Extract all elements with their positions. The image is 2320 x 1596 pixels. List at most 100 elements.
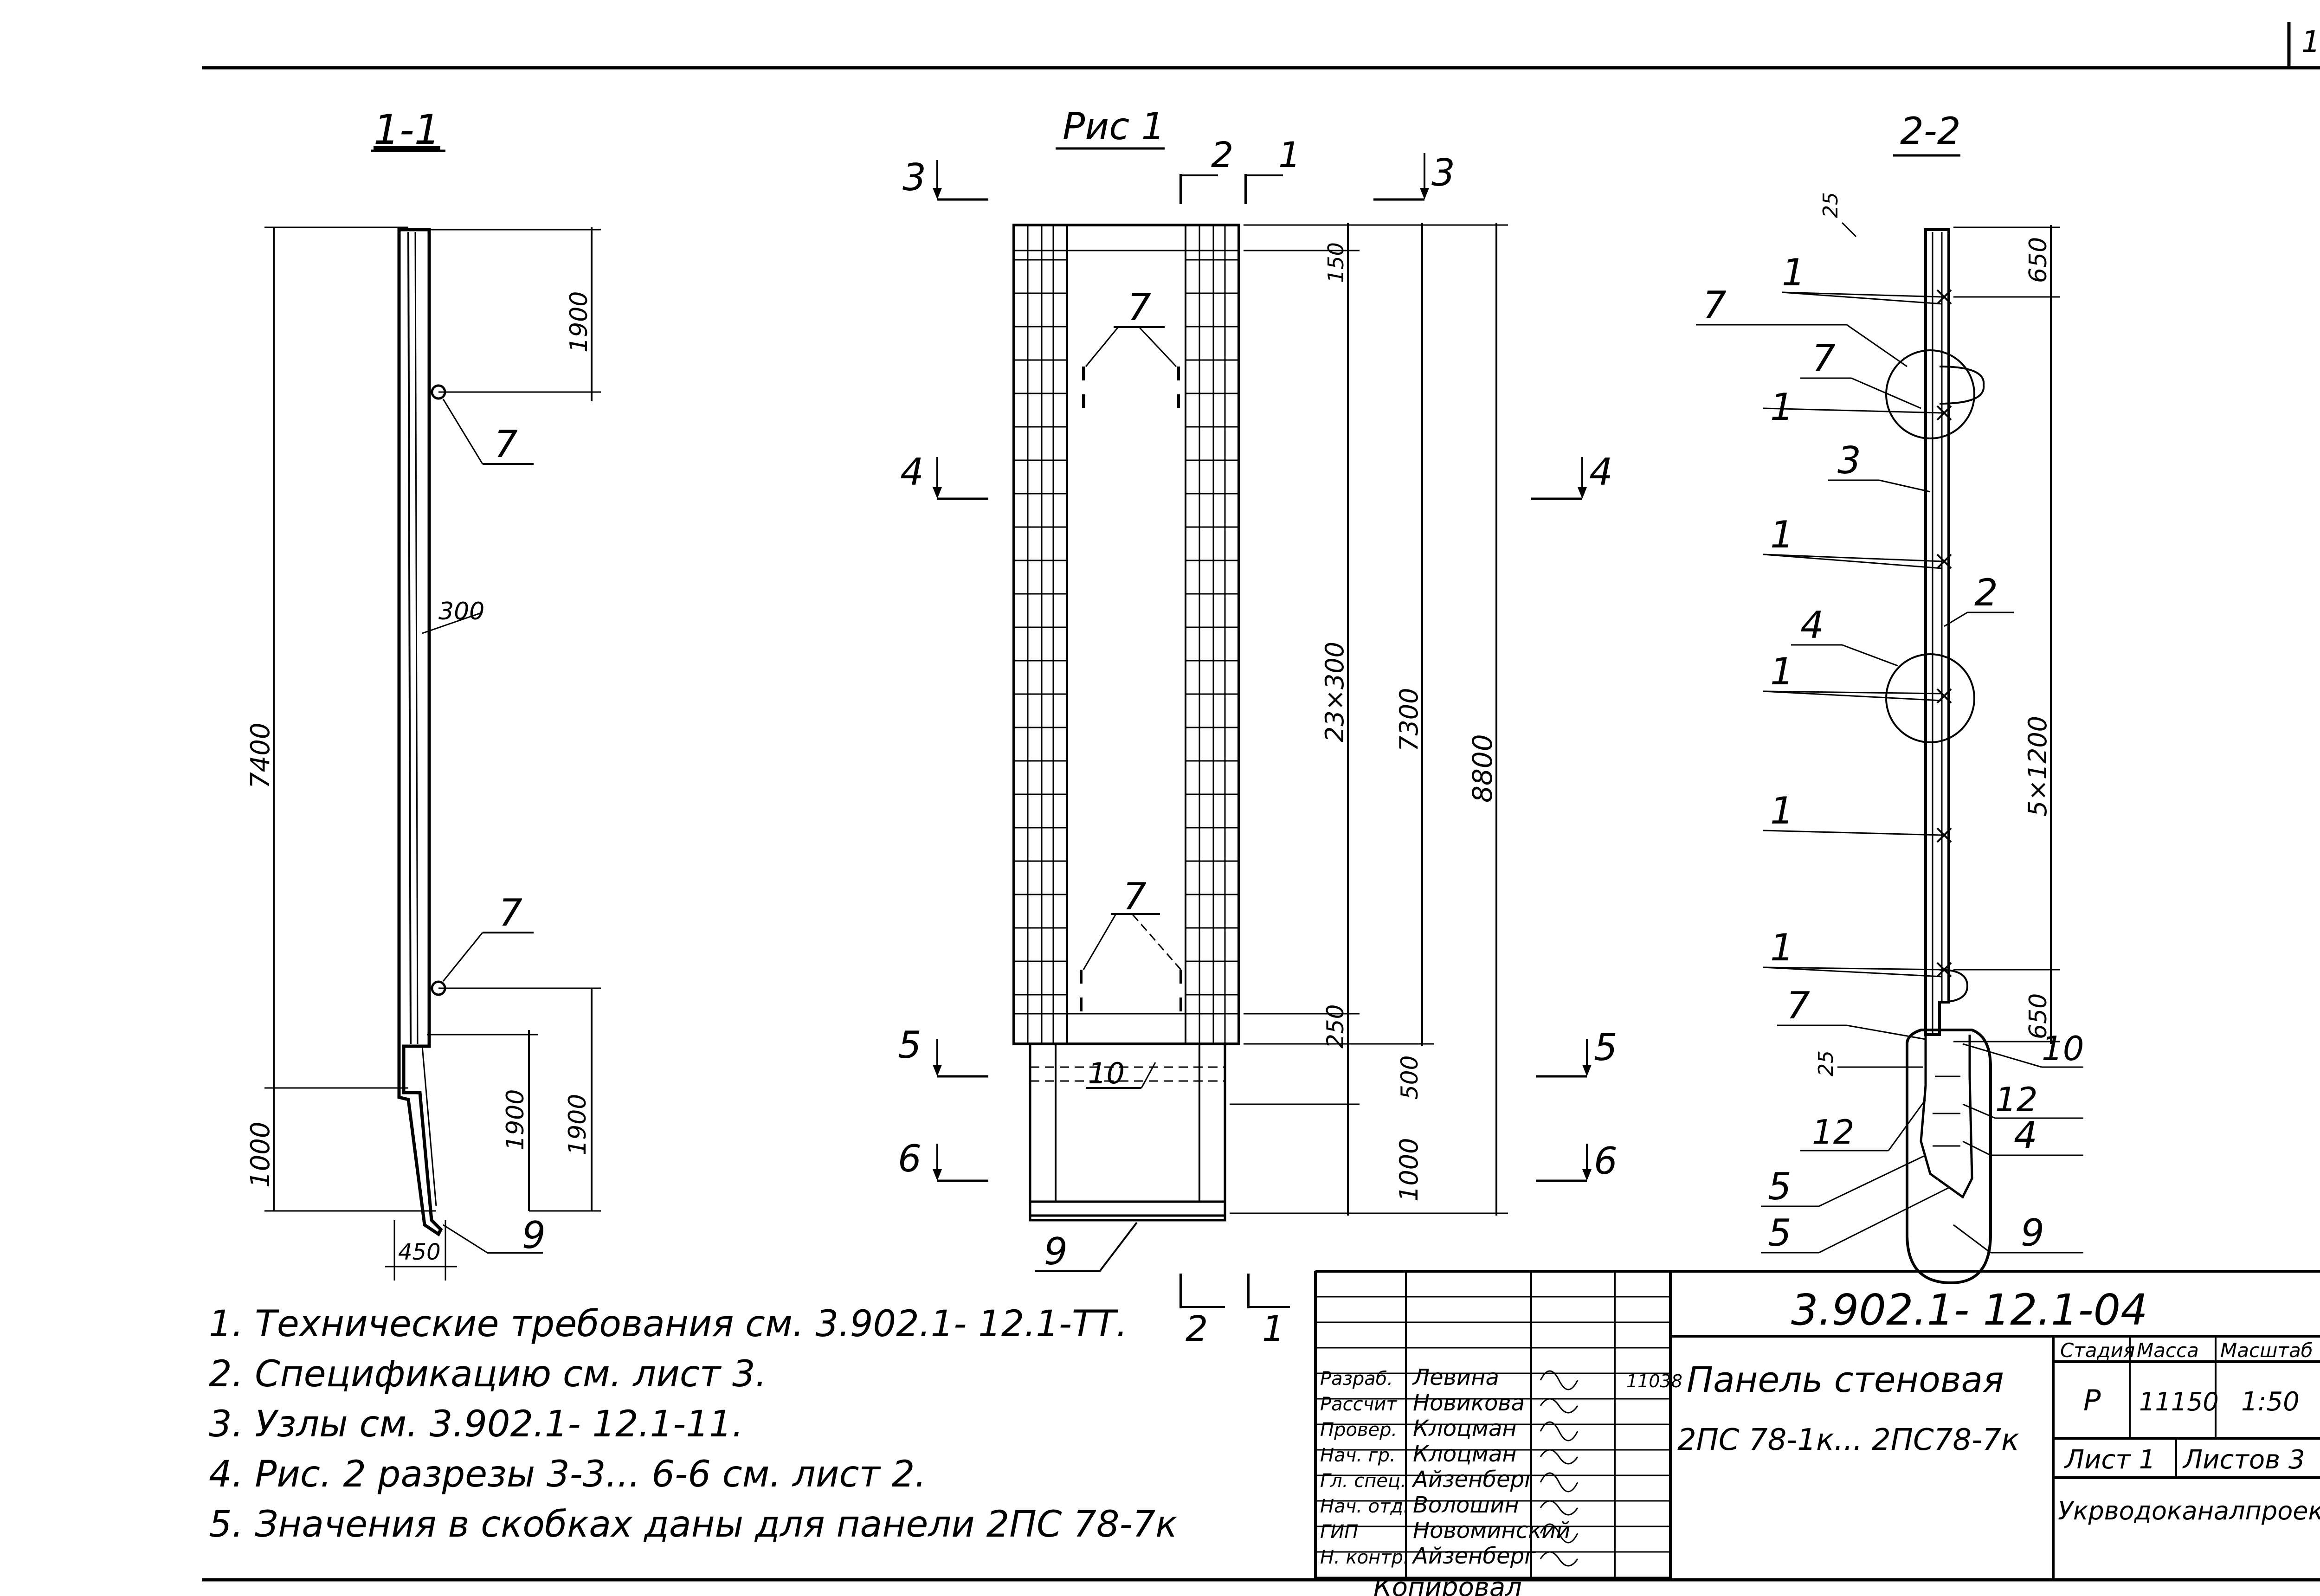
s22-callout-1-e: 1 (1770, 789, 1794, 832)
s22-callout-5-b: 5 (1768, 1211, 1792, 1255)
section-1-1-view: 1-1 7400 1000 1900 300 1900 1900 450 (245, 106, 601, 1281)
s22-callout-7-a: 7 (1703, 283, 1727, 327)
doc-code: 3.902.1- 12.1-04 (1791, 1285, 2148, 1335)
organization: Укрводоканалпроект (2058, 1496, 2320, 1525)
name-4: Айзенберг (1411, 1467, 1536, 1493)
fig-callout-10: 10 (1088, 1056, 1125, 1090)
sheet-number: 11 (2301, 25, 2320, 59)
sheet-label: Лист 1 (2064, 1445, 2155, 1475)
role-6: ГИП (1320, 1521, 1358, 1543)
dim-1900-right: 1900 (564, 1094, 592, 1155)
s22-callout-12-left: 12 (1812, 1113, 1855, 1152)
callout-7-top: 7 (494, 423, 518, 466)
role-2: Провер. (1320, 1419, 1397, 1441)
mark-6-right: 6 (1594, 1139, 1618, 1183)
note-1: 1. Технические требования см. 3.902.1- 1… (209, 1303, 1128, 1345)
role-4: Гл. спец. (1320, 1470, 1406, 1492)
role-3: Нач. гр. (1320, 1445, 1396, 1466)
name-0: Левина (1412, 1364, 1499, 1390)
role-5: Нач. отд. (1320, 1496, 1409, 1517)
dim-250: 250 (1322, 1004, 1349, 1049)
sheets-label: Листов 3 (2182, 1445, 2305, 1475)
mark-2-top: 2 (1211, 134, 1233, 175)
sheet-frame (202, 22, 2320, 1582)
mark-4-left: 4 (900, 450, 924, 494)
dim-1900-top: 1900 (565, 291, 593, 353)
rib-hatching (1014, 259, 1239, 996)
s22-callout-1-b: 1 (1770, 386, 1794, 429)
dim-150: 150 (1323, 242, 1348, 283)
dim-7400: 7400 (245, 722, 276, 789)
dim-7300: 7300 (1394, 688, 1424, 752)
name-7: Айзенберг (1411, 1543, 1536, 1569)
dim-25-top: 25 (1819, 192, 1843, 218)
role-0: Разраб. (1320, 1368, 1393, 1390)
s22-callout-4-top: 4 (1800, 604, 1824, 647)
dim-8800: 8800 (1467, 734, 1498, 803)
s22-callout-10: 10 (2042, 1029, 2084, 1068)
copied-by: Копировал (1373, 1572, 1522, 1596)
title-line-1: Панель стеновая (1687, 1359, 2004, 1400)
figure-1-title: Рис 1 (1063, 105, 1165, 148)
section-2-2-title: 2-2 (1900, 109, 1961, 153)
note-3: 3. Узлы см. 3.902.1- 12.1-11. (209, 1403, 744, 1445)
s22-callout-4-bottom: 4 (2014, 1114, 2037, 1157)
dim-450: 450 (398, 1239, 441, 1265)
name-3: Клоцман (1413, 1441, 1517, 1467)
s22-callout-1-f: 1 (1770, 926, 1794, 969)
s22-callout-7-b: 7 (1812, 337, 1836, 380)
dim-1900-mid: 1900 (502, 1089, 529, 1151)
mark-4-right: 4 (1589, 450, 1613, 494)
stage-label: Стадия (2060, 1339, 2135, 1362)
title-block: 3.902.1- 12.1-04 Панель стеновая 2ПС 78-… (1314, 1270, 2320, 1596)
dim-650-bottom: 650 (2024, 993, 2052, 1039)
dim-23x300: 23×300 (1320, 642, 1349, 742)
s22-callout-5-a: 5 (1768, 1165, 1792, 1208)
mark-5-right: 5 (1594, 1026, 1618, 1069)
note-5: 5. Значения в скобках даны для панели 2П… (209, 1504, 1178, 1545)
mass-label: Масса (2137, 1339, 2199, 1362)
figure-1-view: Рис 1 2 1 (898, 105, 1618, 1349)
general-notes: 1. Технические требования см. 3.902.1- 1… (209, 1299, 1276, 1550)
s22-callout-3: 3 (1837, 439, 1861, 482)
name-5: Волошин (1413, 1492, 1519, 1518)
mark-6-left: 6 (898, 1137, 922, 1180)
dim-650-top: 650 (2024, 237, 2052, 283)
callout-7-bottom: 7 (499, 891, 522, 934)
mass-value: 11150 (2139, 1387, 2219, 1416)
title-line-2: 2ПС 78-1к... 2ПС78-7к (1677, 1423, 2019, 1457)
s22-callout-1-a: 1 (1782, 251, 1805, 294)
fig-callout-9: 9 (1044, 1230, 1068, 1273)
s22-callout-2: 2 (1974, 571, 1998, 614)
dim-1000: 1000 (1394, 1138, 1424, 1202)
s22-callout-9: 9 (2021, 1211, 2044, 1255)
role-7: Н. контр. (1320, 1547, 1409, 1568)
mark-5-left: 5 (898, 1023, 922, 1067)
right-cut-marks: 3 4 5 6 (1373, 151, 1618, 1183)
scale-label: Масштаб (2220, 1339, 2313, 1362)
name-6: Новоминский (1413, 1518, 1571, 1544)
note-2: 2. Спецификацию см. лист 3. (209, 1353, 767, 1395)
callout-9: 9 (522, 1214, 546, 1257)
s22-callout-1-c: 1 (1770, 513, 1794, 556)
left-cut-marks: 3 4 5 6 (898, 156, 988, 1182)
s22-callout-12-right: 12 (1995, 1080, 2038, 1119)
side-code: 11038 (1626, 1371, 1682, 1391)
name-2: Клоцман (1413, 1416, 1517, 1442)
dim-5x1200: 5×1200 (2023, 716, 2052, 817)
mark-1-bottom: 1 (1262, 1308, 1284, 1349)
name-1: Новикова (1413, 1390, 1525, 1416)
fig-callout-7-bottom: 7 (1123, 875, 1147, 918)
mark-2-bottom: 2 (1186, 1308, 1208, 1349)
dim-300: 300 (438, 598, 484, 625)
section-1-1-title: 1-1 (374, 106, 440, 154)
dim-25-bottom: 25 (1814, 1050, 1838, 1076)
fig-callout-7-top: 7 (1128, 286, 1151, 329)
scale-value: 1:50 (2241, 1387, 2300, 1417)
dim-1000-left: 1000 (245, 1121, 276, 1188)
role-1: Рассчит (1320, 1394, 1398, 1415)
note-4: 4. Рис. 2 разрезы 3-3... 6-6 см. лист 2. (209, 1454, 927, 1495)
role-list: Разраб. Левина Рассчит Новикова Провер. … (1320, 1364, 1571, 1569)
dim-500: 500 (1396, 1055, 1423, 1100)
